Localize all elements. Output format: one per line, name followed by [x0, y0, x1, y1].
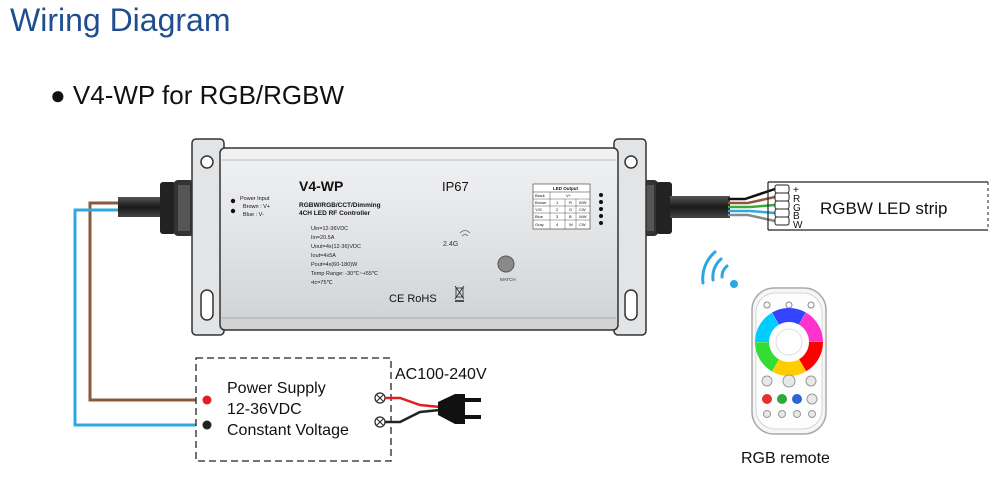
strip-pad [774, 184, 790, 194]
green-button[interactable] [777, 394, 787, 404]
ps-line-1: Power Supply [227, 380, 326, 397]
power-button[interactable] [763, 301, 771, 309]
svg-text:Y/G: Y/G [535, 207, 542, 212]
svg-text:Gray: Gray [535, 222, 544, 227]
spec-line: Pout=4x(60-180)W [311, 262, 358, 268]
controller-subtitle-2: 4CH LED RF Controller [299, 210, 371, 217]
svg-text:LED Output: LED Output [553, 186, 578, 191]
remote-button[interactable] [793, 410, 801, 418]
svg-text:Blue: Blue [535, 214, 544, 219]
svg-text:B: B [569, 214, 572, 219]
controller-model: V4-WP [299, 178, 343, 194]
svg-text:2: 2 [556, 207, 559, 212]
svg-text:CW: CW [579, 207, 586, 212]
spec-line: Temp Range: -30℃~+55℃ [311, 271, 379, 277]
ac-terminal-cross [376, 418, 384, 426]
strip-pin-label: B [793, 211, 800, 222]
led-output-table: LED Output Black V+ Brown 1 R WW Y/G 2 G… [532, 183, 603, 230]
svg-text:Power Input: Power Input [240, 196, 270, 202]
ps-line-2: 12-36VDC [227, 401, 302, 418]
svg-text:W: W [569, 222, 573, 227]
ac-voltage-label: AC100-240V [395, 366, 487, 383]
brown-wire [88, 201, 207, 402]
match-button[interactable] [497, 255, 515, 273]
svg-text:Blue : V-: Blue : V- [243, 212, 264, 218]
svg-text:1: 1 [556, 200, 559, 205]
strip-pad [774, 192, 790, 202]
svg-text:4: 4 [556, 222, 559, 227]
remote-button[interactable] [763, 410, 771, 418]
ps-negative-terminal [202, 420, 212, 430]
spec-line: Uin=12-36VDC [311, 226, 348, 232]
power-input-label: Power Input Brown : V+ Blue : V- [230, 196, 270, 218]
input-cable-gland [160, 180, 194, 236]
controller-subtitle-1: RGBW/RGB/CCT/Dimming [299, 202, 381, 209]
ip-rating: IP67 [442, 179, 469, 194]
ps-line-3: Constant Voltage [227, 422, 349, 439]
output-wires [728, 187, 776, 223]
svg-text:V+: V+ [566, 193, 572, 198]
remote-button[interactable] [761, 375, 773, 387]
strip-pad [774, 200, 790, 210]
remote-button[interactable] [805, 375, 817, 387]
input-wires [73, 201, 207, 427]
ac-terminal-cross [376, 394, 384, 402]
color-wheel[interactable] [752, 305, 826, 379]
power-supply: Power Supply 12-36VDC Constant Voltage [195, 357, 392, 462]
page-title: Wiring Diagram [10, 2, 231, 38]
svg-text:Black: Black [535, 193, 545, 198]
svg-text:Brown : V+: Brown : V+ [243, 204, 270, 210]
remote-label: RGB remote [741, 450, 830, 467]
led-strip-label: RGBW LED strip [820, 199, 948, 218]
strip-pin-label: R [793, 194, 800, 205]
blue-button[interactable] [792, 394, 802, 404]
controller-housing [219, 147, 619, 331]
svg-text:G: G [569, 207, 572, 212]
wireless-signal-icon [701, 250, 738, 288]
svg-text:3: 3 [556, 214, 559, 219]
spec-line: Uout=4x(12-36)VDC [311, 244, 361, 250]
ps-positive-terminal [202, 395, 212, 405]
svg-text:WW: WW [579, 214, 587, 219]
white-button[interactable] [806, 393, 818, 405]
red-button[interactable] [762, 394, 772, 404]
section-heading: ● V4-WP for RGB/RGBW [50, 80, 345, 110]
led-strip: + R G B W RGBW LED strip [767, 181, 989, 231]
remote-button[interactable] [778, 410, 786, 418]
spec-line: Iout=4x5A [311, 253, 336, 259]
certification-marks: CE RoHS [389, 293, 437, 305]
controller-specs: Uin=12-36VDC Iin=20.5A Uout=4x(12-36)VDC… [311, 226, 379, 286]
spec-line: •tc=75℃ [311, 280, 334, 286]
frequency-label: 2.4G [443, 241, 458, 248]
svg-text:WW: WW [579, 200, 587, 205]
output-cable [670, 196, 730, 218]
svg-text:R: R [569, 200, 572, 205]
remote-button[interactable] [782, 374, 796, 388]
remote-button[interactable] [807, 301, 815, 309]
strip-pad [774, 216, 790, 226]
strip-pin-label: W [793, 220, 803, 231]
spec-line: Iin=20.5A [311, 235, 335, 241]
svg-text:Brown: Brown [535, 200, 546, 205]
strip-pin-label: + [793, 185, 799, 196]
weee-bin-icon [454, 285, 465, 302]
rf-icon [459, 230, 471, 237]
svg-text:CW: CW [579, 222, 586, 227]
input-cable [118, 197, 168, 217]
strip-pin-label: G [793, 203, 801, 214]
blue-wire [73, 208, 207, 427]
rgb-remote [751, 287, 827, 435]
controller-flanges [191, 138, 647, 336]
ac-plug [385, 394, 481, 424]
remote-button[interactable] [808, 410, 816, 418]
strip-pad [774, 208, 790, 218]
match-label: MATCH [500, 277, 516, 282]
